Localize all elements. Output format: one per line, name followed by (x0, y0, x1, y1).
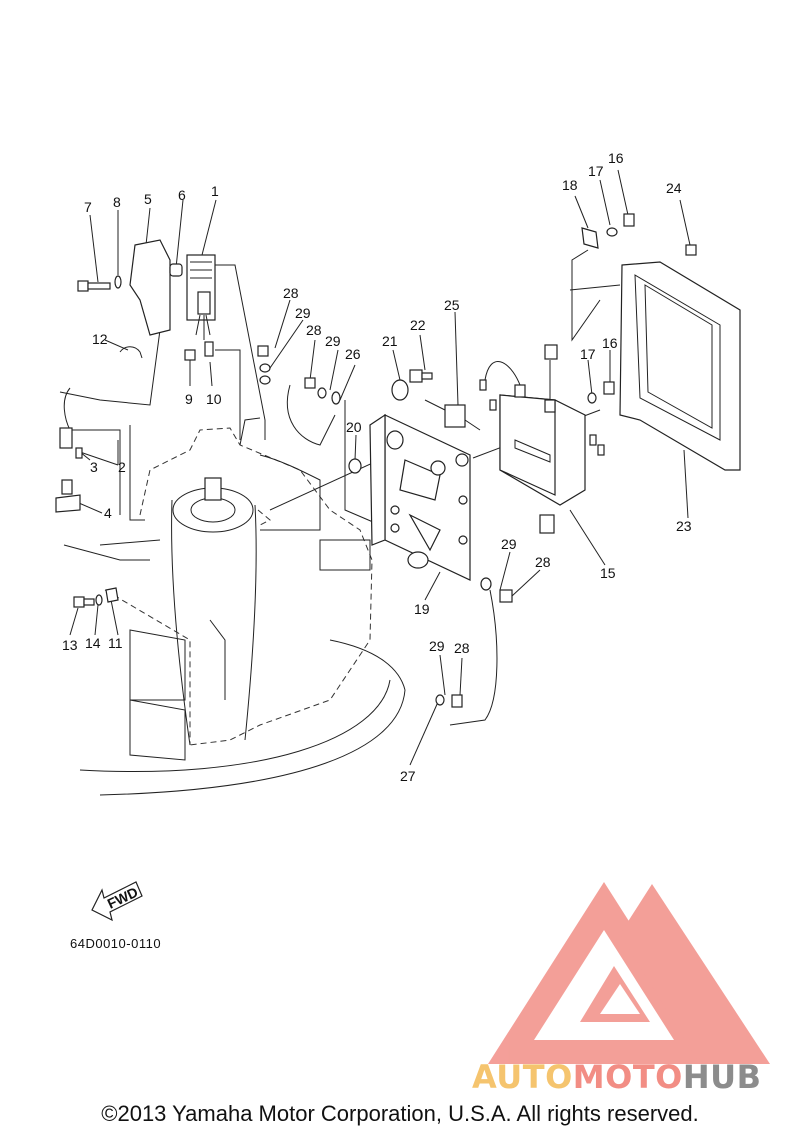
bolt-28c (499, 589, 513, 603)
callout-17a: 17 (588, 163, 604, 179)
grommet-10 (204, 341, 214, 357)
callout-23: 23 (676, 518, 692, 534)
cover-23 (619, 261, 741, 471)
bolt-16a (623, 213, 635, 227)
bolt-22 (409, 369, 433, 383)
callout-16a: 16 (608, 150, 624, 166)
cdi-unit-15 (479, 344, 605, 534)
callout-19: 19 (414, 601, 430, 617)
leader-lines (59, 169, 691, 766)
callout-26: 26 (345, 346, 361, 362)
callout-8: 8 (113, 194, 121, 210)
bolt-7 (77, 280, 111, 292)
washer-8 (114, 275, 122, 289)
grommet-21 (391, 379, 409, 401)
callout-2: 2 (118, 459, 126, 475)
bolt-16b (603, 381, 615, 395)
engine-block (63, 417, 406, 796)
watermark-part2: MOTO (572, 1058, 683, 1096)
callout-10: 10 (206, 391, 222, 407)
callout-13: 13 (62, 637, 78, 653)
bolt-24 (685, 244, 697, 256)
callout-5: 5 (144, 191, 152, 207)
callout-20: 20 (346, 419, 362, 435)
callout-29d: 29 (429, 638, 445, 654)
callout-17b: 17 (580, 346, 596, 362)
callout-14: 14 (85, 635, 101, 651)
coil-bracket (129, 239, 171, 336)
fwd-label: FWD (105, 884, 141, 912)
watermark-text: AUTOMOTOHUB (472, 1058, 762, 1096)
callout-7: 7 (84, 199, 92, 215)
copyright-notice: ©2013 Yamaha Motor Corporation, U.S.A. A… (101, 1101, 699, 1126)
callout-29b: 29 (325, 333, 341, 349)
callout-24: 24 (666, 180, 682, 196)
callout-28c: 28 (535, 554, 551, 570)
clip-12 (119, 346, 143, 359)
holder-18 (581, 227, 599, 249)
callout-12: 12 (92, 331, 108, 347)
callout-29c: 29 (501, 536, 517, 552)
watermark-logo (488, 882, 770, 1064)
callout-15: 15 (600, 565, 616, 581)
washer-17b (587, 392, 597, 404)
callout-3: 3 (90, 459, 98, 475)
callout-1: 1 (211, 183, 219, 199)
cdi-bracket-19 (369, 413, 471, 581)
callout-6: 6 (178, 187, 186, 203)
sensor-2 (59, 427, 83, 495)
bracket-4 (55, 494, 81, 513)
bolt-13 (73, 596, 95, 608)
callout-18: 18 (562, 177, 578, 193)
callout-29a: 29 (295, 305, 311, 321)
holder-11 (105, 587, 119, 603)
watermark-part1: AUTO (472, 1058, 573, 1096)
washer-14 (95, 594, 103, 606)
callout-28d: 28 (454, 640, 470, 656)
callout-28a: 28 (283, 285, 299, 301)
cable-group-28-29 (257, 345, 341, 405)
callout-11: 11 (108, 635, 123, 651)
callout-21: 21 (382, 333, 398, 349)
callout-22: 22 (410, 317, 426, 333)
washer-17a (606, 227, 618, 237)
collar-20 (348, 458, 362, 474)
callout-labels: 1 2 3 4 5 6 7 8 9 10 11 12 13 14 15 16 1… (62, 150, 692, 784)
collar (169, 263, 183, 277)
callout-27: 27 (400, 768, 416, 784)
fwd-arrow-icon: FWD (91, 881, 143, 922)
watermark-part3: HUB (682, 1058, 762, 1096)
ground-27 (435, 694, 463, 708)
diagram-code: 64D0010-0110 (70, 936, 162, 951)
callout-4: 4 (104, 505, 112, 521)
callout-25: 25 (444, 297, 460, 313)
callout-9: 9 (185, 391, 193, 407)
ignition-coil (186, 254, 216, 340)
callout-16b: 16 (602, 335, 618, 351)
washer-29c (480, 577, 492, 591)
bolt-9 (184, 349, 196, 361)
callout-28b: 28 (306, 322, 322, 338)
relay-25 (424, 399, 481, 431)
